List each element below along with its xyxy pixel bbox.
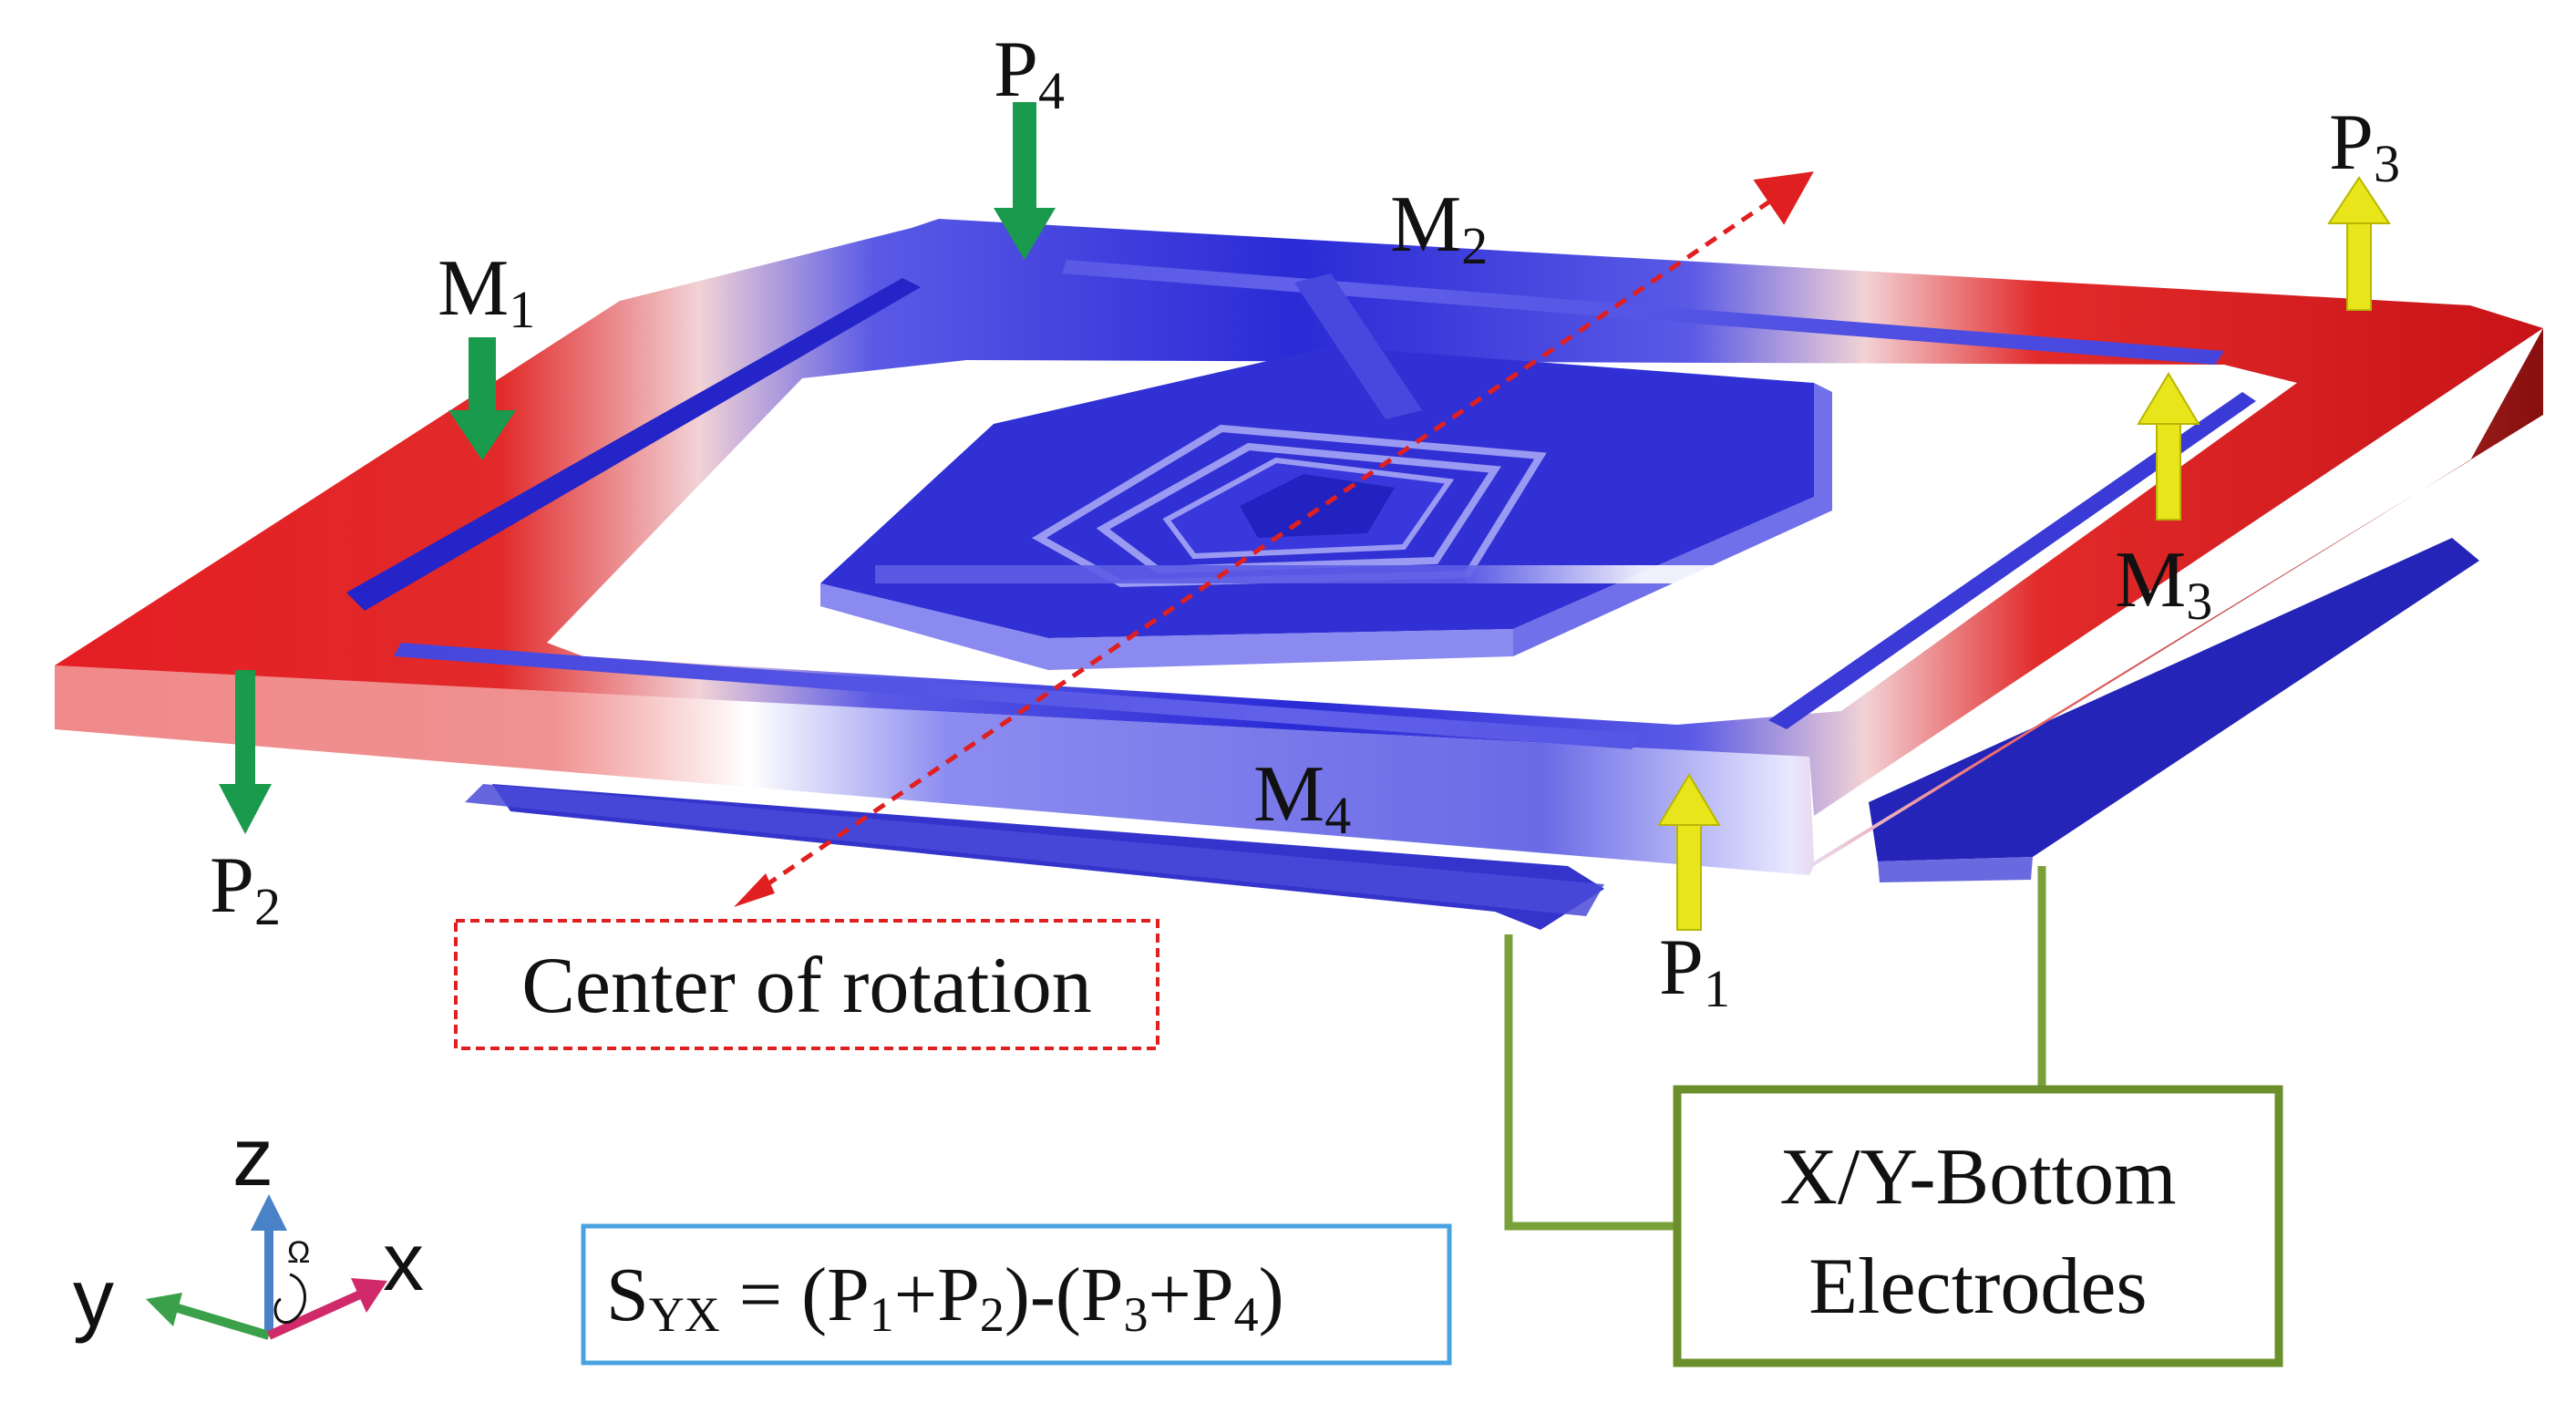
beam-m1 bbox=[346, 278, 921, 611]
electrode-box-frame bbox=[1673, 1085, 2283, 1367]
label-m4: M4 bbox=[1253, 750, 1351, 845]
center-of-rotation-frame bbox=[454, 919, 1159, 1050]
arrow-m1 bbox=[448, 337, 516, 460]
arrow-m3-head bbox=[2137, 372, 2200, 425]
center-of-rotation-label: Center of rotation bbox=[521, 942, 1092, 1030]
label-m2: M2 bbox=[1390, 180, 1488, 275]
label-p2: P2 bbox=[210, 841, 281, 936]
arrow-p3-shaft bbox=[2346, 218, 2372, 311]
cross-beam-upper bbox=[1294, 273, 1422, 419]
force-arrows bbox=[219, 102, 2391, 931]
arrow-m3 bbox=[2137, 372, 2200, 521]
label-p4: P4 bbox=[994, 26, 1065, 120]
center-of-rotation-box: Center of rotation bbox=[454, 919, 1159, 1050]
y-axis-line bbox=[176, 1304, 271, 1340]
beam-m3 bbox=[1768, 392, 2256, 729]
arrow-p2-head bbox=[219, 784, 272, 834]
blue-beams bbox=[346, 260, 2256, 916]
proof-mass-right bbox=[1513, 383, 1832, 656]
arrow-p4-head bbox=[994, 208, 1056, 260]
formula-box: SYX = (P1+P2)-(P3+P4) bbox=[581, 1223, 1452, 1366]
electrode-box: X/Y-Bottom Electrodes bbox=[1673, 1085, 2283, 1367]
arrow-m3-shaft bbox=[2156, 418, 2181, 521]
label-m1: M1 bbox=[438, 244, 535, 339]
formula-text: SYX = (P1+P2)-(P3+P4) bbox=[606, 1253, 1284, 1342]
arrow-m1-head bbox=[448, 410, 516, 460]
label-m3: M3 bbox=[2115, 536, 2212, 631]
arrow-p2 bbox=[219, 670, 272, 834]
arrow-p3 bbox=[2327, 176, 2391, 311]
arrow-p2-shaft bbox=[235, 670, 255, 789]
x-axis-head bbox=[351, 1278, 387, 1313]
axis-label-y: y bbox=[73, 1253, 114, 1345]
point-labels: P4 P3 M1 M2 M3 M4 P2 P1 bbox=[210, 26, 2400, 1018]
coordinate-axes: z y x Ω bbox=[73, 1112, 424, 1345]
frame-front-side bbox=[55, 328, 2543, 875]
rotation-omega-icon bbox=[273, 1273, 306, 1325]
arrow-m1-shaft bbox=[469, 337, 496, 419]
center-square bbox=[1240, 474, 1395, 538]
beam-m2 bbox=[1062, 260, 2224, 365]
proof-mass-front bbox=[820, 583, 1513, 670]
axis-label-x: x bbox=[383, 1217, 424, 1308]
formula-box-frame bbox=[581, 1223, 1452, 1366]
rotation-axis-tail-head bbox=[734, 873, 775, 907]
electrode-wires bbox=[1504, 866, 2046, 1231]
arrow-p1-shaft bbox=[1676, 820, 1702, 931]
axis-label-z: z bbox=[232, 1112, 273, 1203]
rotation-axis bbox=[746, 171, 1814, 901]
y-axis-head bbox=[146, 1293, 182, 1326]
arrow-p1-head bbox=[1657, 773, 1721, 826]
arrow-p3-head bbox=[2327, 176, 2391, 224]
electrode-box-line2: Electrodes bbox=[1808, 1243, 2147, 1331]
cross-beam-lower bbox=[875, 565, 1777, 583]
arrow-p1 bbox=[1657, 773, 1721, 931]
bottom-electrode-right-face bbox=[1878, 857, 2033, 882]
lower-tail-beam bbox=[465, 784, 1604, 916]
beam-m4 bbox=[394, 643, 1641, 749]
arrow-p4 bbox=[994, 102, 1056, 260]
bottom-electrode-right bbox=[1869, 538, 2479, 861]
wire-left bbox=[1504, 934, 1677, 1231]
z-axis-head bbox=[251, 1194, 287, 1231]
axis-label-omega: Ω bbox=[287, 1235, 310, 1270]
label-p3: P3 bbox=[2329, 98, 2400, 193]
concentric-ring-2 bbox=[1096, 442, 1501, 574]
arrow-p4-shaft bbox=[1013, 102, 1036, 211]
electrode-box-line1: X/Y-Bottom bbox=[1779, 1133, 2176, 1222]
label-p1: P1 bbox=[1659, 923, 1730, 1018]
x-axis-line bbox=[266, 1290, 363, 1340]
